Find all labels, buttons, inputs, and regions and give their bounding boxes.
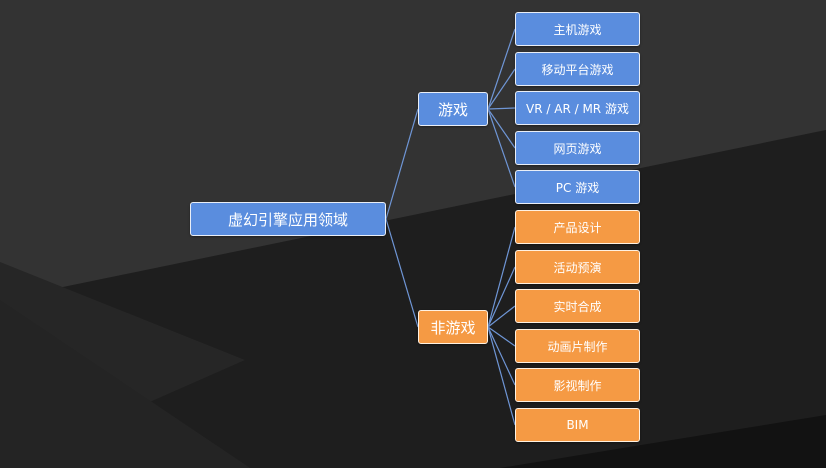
leaf-node-bim[interactable]: BIM	[515, 408, 640, 442]
connector-branch-to-leaf	[487, 326, 516, 386]
leaf-node-mobile-games[interactable]: 移动平台游戏	[515, 52, 640, 86]
branch-node-games[interactable]: 游戏	[418, 92, 488, 126]
connector-branch-to-leaf	[487, 28, 516, 110]
leaf-label: 主机游戏	[553, 22, 602, 37]
branch-node-games-label: 游戏	[437, 100, 468, 119]
leaf-node-web-games[interactable]: 网页游戏	[515, 131, 640, 165]
connector-branch-to-leaf	[487, 108, 516, 149]
connector-branch-to-leaf	[487, 326, 516, 347]
leaf-node-realtime-compositing[interactable]: 实时合成	[515, 289, 640, 323]
leaf-label: PC 游戏	[555, 180, 600, 195]
leaf-label: 影视制作	[553, 378, 602, 393]
leaf-label: 实时合成	[553, 299, 602, 314]
connector-branch-to-leaf	[487, 326, 516, 426]
connector-root-to-non-games	[385, 218, 419, 328]
leaf-node-event-previs[interactable]: 活动预演	[515, 250, 640, 284]
leaf-node-product-design[interactable]: 产品设计	[515, 210, 640, 244]
root-node-label: 虚幻引擎应用领域	[227, 210, 348, 229]
connector-branch-to-leaf	[487, 107, 516, 110]
branch-node-non-games-label: 非游戏	[430, 318, 476, 337]
leaf-label: 产品设计	[553, 220, 602, 235]
connector-branch-to-leaf	[487, 305, 516, 328]
background-bottom-right-facet	[500, 415, 826, 468]
leaf-node-film-production[interactable]: 影视制作	[515, 368, 640, 402]
leaf-label: VR / AR / MR 游戏	[526, 101, 629, 116]
connector-branch-to-leaf	[487, 266, 516, 328]
leaf-node-animation-production[interactable]: 动画片制作	[515, 329, 640, 363]
leaf-node-vr-ar-mr-games[interactable]: VR / AR / MR 游戏	[515, 91, 640, 125]
leaf-label: 活动预演	[553, 260, 602, 275]
leaf-label: 动画片制作	[547, 339, 608, 354]
leaf-label: BIM	[566, 418, 589, 432]
leaf-label: 网页游戏	[553, 141, 602, 156]
connector-branch-to-leaf	[487, 68, 516, 110]
background-lower-left-facet	[0, 300, 250, 468]
root-node[interactable]: 虚幻引擎应用领域	[190, 202, 386, 236]
leaf-label: 移动平台游戏	[541, 62, 614, 77]
branch-node-non-games[interactable]: 非游戏	[418, 310, 488, 344]
connector-branch-to-leaf	[487, 226, 516, 328]
connector-root-to-games	[385, 108, 419, 220]
leaf-node-pc-games[interactable]: PC 游戏	[515, 170, 640, 204]
leaf-node-console-games[interactable]: 主机游戏	[515, 12, 640, 46]
connector-branch-to-leaf	[487, 108, 516, 188]
